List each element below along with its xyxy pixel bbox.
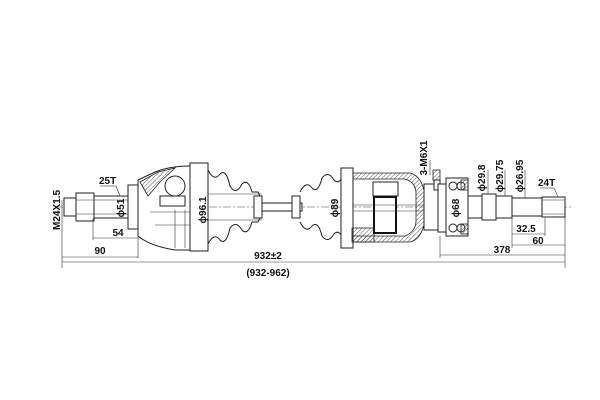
outer-cv-joint <box>137 162 209 252</box>
inner-tripod-joint <box>340 167 439 249</box>
label-length-54: 54 <box>112 228 124 239</box>
label-length-range: (932-962) <box>246 268 289 279</box>
label-right-spline: 24T <box>538 178 555 189</box>
label-left-diameter: ϕ51 <box>116 198 127 217</box>
label-dia-29-75: ϕ29.75 <box>495 159 506 192</box>
label-thread: M24X1.5 <box>52 190 63 230</box>
label-inner-joint-diameter: ϕ89 <box>330 198 341 217</box>
outer-boot <box>207 169 263 245</box>
label-bearing-diameter: ϕ68 <box>451 198 462 217</box>
dimension-lines <box>61 160 566 268</box>
label-bolt-spec: 3-M6X1 <box>419 140 430 175</box>
label-length-32-5: 32.5 <box>516 224 536 235</box>
half-shaft <box>261 202 303 212</box>
inner-boot <box>291 171 345 243</box>
label-length-60: 60 <box>532 236 544 247</box>
label-length-378: 378 <box>494 245 511 256</box>
left-stub-shaft <box>63 184 139 230</box>
label-left-spline: 25T <box>99 176 116 187</box>
label-dia-29-8: ϕ29.8 <box>477 164 488 191</box>
label-total-length: 932±2 <box>254 251 282 262</box>
right-stub-shaft <box>467 193 566 221</box>
label-dia-26-95: ϕ26.95 <box>515 159 526 192</box>
label-length-90: 90 <box>94 246 106 257</box>
label-outer-joint-diameter: ϕ96.1 <box>198 196 209 223</box>
